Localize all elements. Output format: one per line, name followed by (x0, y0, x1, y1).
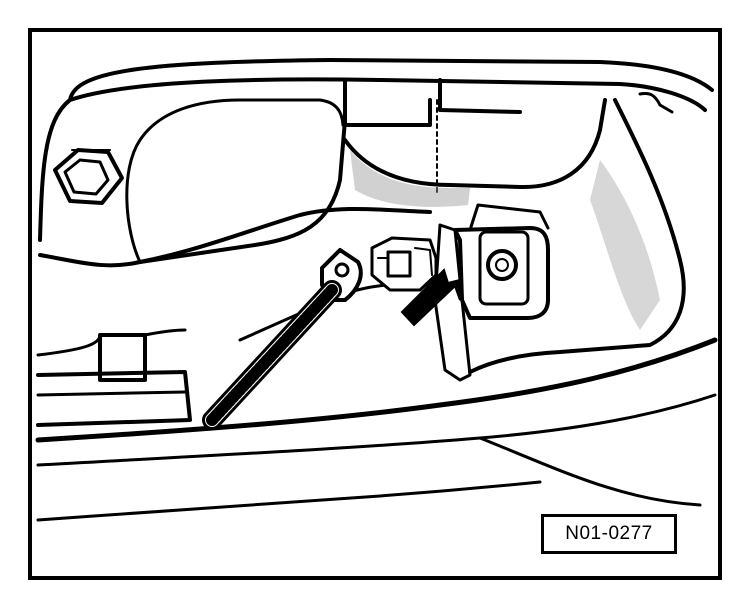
lower-body-curve-2 (36, 393, 717, 467)
eyelet-hole (334, 262, 350, 278)
hex-bolt-inner (63, 158, 110, 196)
shade-right-cavity (590, 160, 660, 330)
connector-terminal (386, 250, 412, 278)
bracket-slot (478, 230, 530, 306)
right-housing-contour (468, 98, 686, 374)
lower-body-curve-1 (35, 337, 718, 443)
engine-housing-outline (38, 58, 714, 242)
bracket-flank (433, 223, 472, 382)
lower-left-shelf (36, 328, 187, 397)
ground-strap (202, 280, 342, 430)
connector-housing (370, 236, 438, 292)
connector-detail (377, 247, 433, 276)
mount-flange (38, 78, 347, 268)
lower-left-base (36, 370, 192, 427)
bracket-nut (486, 249, 518, 281)
bracket-plate (468, 203, 550, 232)
arrow-icon (400, 268, 461, 327)
shade-central-cavity (350, 150, 470, 207)
right-edge-detail (638, 91, 674, 114)
bracket-nut-centre (495, 258, 509, 272)
figure-reference-code: N01-0277 (541, 514, 677, 554)
lower-body-curve-4 (478, 436, 702, 507)
upper-centre-tab (343, 78, 522, 127)
flange-inner-edge (125, 98, 345, 264)
central-housing (343, 98, 607, 190)
lower-ridge (138, 207, 432, 264)
lower-body-curve-3 (36, 480, 542, 522)
